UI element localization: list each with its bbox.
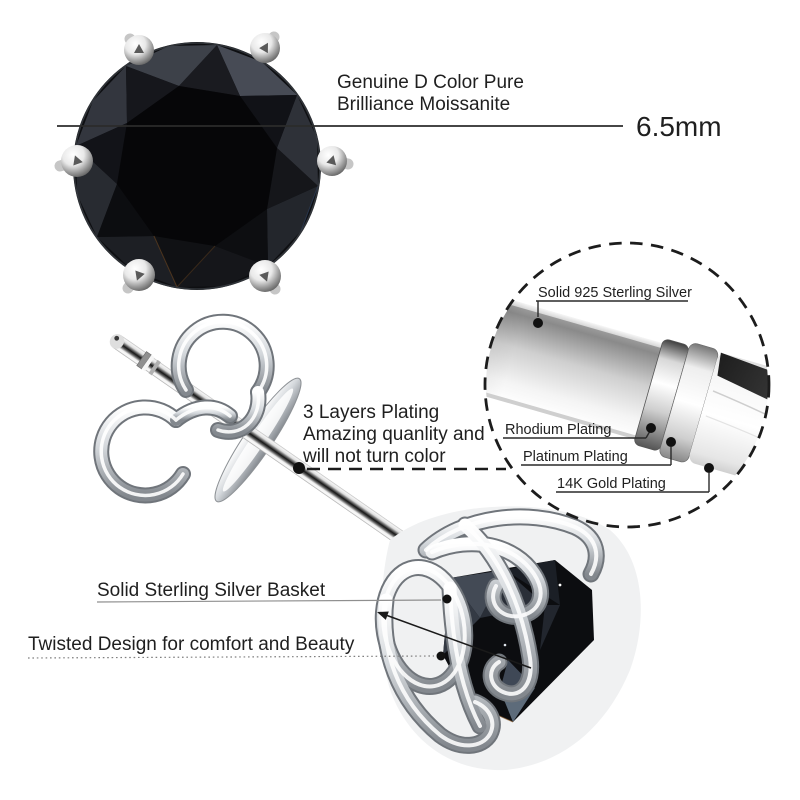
pointer-dot-platinum	[666, 437, 676, 447]
size-label: 6.5mm	[636, 111, 722, 142]
inset-label-silver: Solid 925 Sterling Silver	[538, 285, 692, 301]
inset-label-platinum: Platinum Plating	[523, 449, 628, 465]
twist-dotted-line	[27, 655, 435, 659]
inset-label-gold: 14K Gold Plating	[557, 476, 666, 492]
butterfly-clutch	[93, 313, 275, 504]
basket-wires	[374, 508, 605, 754]
twist-arrow	[377, 611, 532, 669]
basket-pointer-line	[96, 599, 442, 603]
basket	[374, 506, 641, 771]
plating-note-line3: will not turn color	[302, 446, 446, 467]
plating-note-line2: Amazing quanlity and	[303, 424, 485, 445]
pointer-dot-rhodium	[646, 423, 656, 433]
inset-magnifier: Solid 925 Sterling Silver Rhodium Platin…	[486, 244, 768, 526]
pointer-dot-gold	[704, 463, 714, 473]
pointer-dot-basket	[442, 594, 452, 604]
gem-label-line2: Brilliance Moissanite	[337, 94, 510, 115]
pointer-dot-silver	[533, 318, 543, 328]
inset-callouts	[503, 300, 710, 493]
earring-side-photo	[93, 313, 641, 771]
arrowhead	[377, 611, 389, 620]
gem-stone	[73, 42, 321, 290]
inset-dashed-circle	[483, 241, 771, 529]
pointer-dot-twist	[436, 651, 446, 661]
prong-balls	[61, 33, 347, 292]
pointer-dot-post	[293, 462, 305, 474]
inset-label-rhodium: Rhodium Plating	[505, 422, 611, 438]
twist-label: Twisted Design for comfort and Beauty	[28, 634, 355, 655]
plating-note-line1: 3 Layers Plating	[303, 402, 439, 423]
basket-label: Solid Sterling Silver Basket	[97, 580, 326, 601]
gem-label-line1: Genuine D Color Pure	[337, 72, 524, 93]
top-gem-photo	[54, 31, 354, 295]
